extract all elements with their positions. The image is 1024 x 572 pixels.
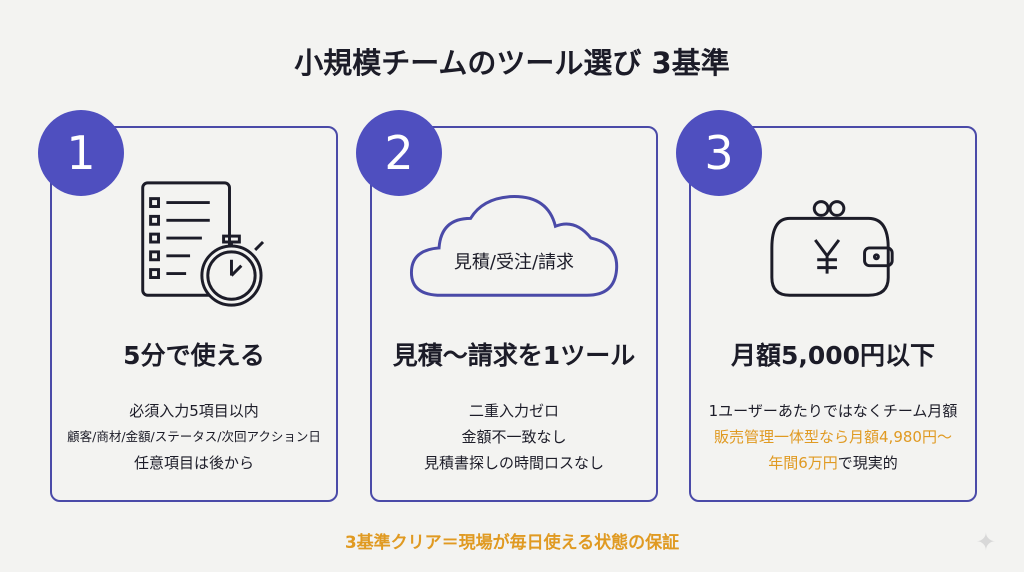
checklist-stopwatch-icon <box>141 181 265 307</box>
criterion-line: 必須入力5項目以内 <box>129 402 259 420</box>
criterion-line: 任意項目は後から <box>133 454 254 472</box>
step-number-1: 1 <box>38 110 124 196</box>
sparkle-icon: ✦ <box>975 528 996 556</box>
cloud-icon <box>409 195 619 297</box>
footer-summary: 3基準クリア＝現場が毎日使える状態の保証 <box>344 533 680 553</box>
step-number-2: 2 <box>356 110 442 196</box>
criterion-card-2: 見積/受注/請求 見積〜請求を1ツール 二重入力ゼロ 金額不一致なし 見積書探し… <box>370 126 658 502</box>
criterion-line: で現実的 <box>837 454 898 472</box>
cloud-label: 見積/受注/請求 <box>453 252 575 273</box>
criterion-heading: 5分で使える <box>123 341 265 370</box>
yen-purse-icon <box>770 200 894 297</box>
criterion-line: 見積書探しの時間ロスなし <box>423 454 604 472</box>
criterion-card-3: 月額5,000円以下 1ユーザーあたりではなくチーム月額 販売管理一体型なら月額… <box>689 126 977 502</box>
annual-cost-highlight: 年間6万円 <box>768 454 838 472</box>
criterion-line: 二重入力ゼロ <box>468 402 559 420</box>
page-title: 小規模チームのツール選び 3基準 <box>294 46 730 80</box>
step-number-3: 3 <box>676 110 762 196</box>
criterion-line: 1ユーザーあたりではなくチーム月額 <box>708 402 958 420</box>
criterion-line: 顧客/商材/金額/ステータス/次回アクション日 <box>67 429 321 444</box>
criterion-line: 金額不一致なし <box>461 428 567 446</box>
criterion-heading: 月額5,000円以下 <box>730 341 936 370</box>
criterion-heading: 見積〜請求を1ツール <box>392 341 636 370</box>
criterion-line-highlight: 販売管理一体型なら月額4,980円〜 <box>714 428 952 446</box>
